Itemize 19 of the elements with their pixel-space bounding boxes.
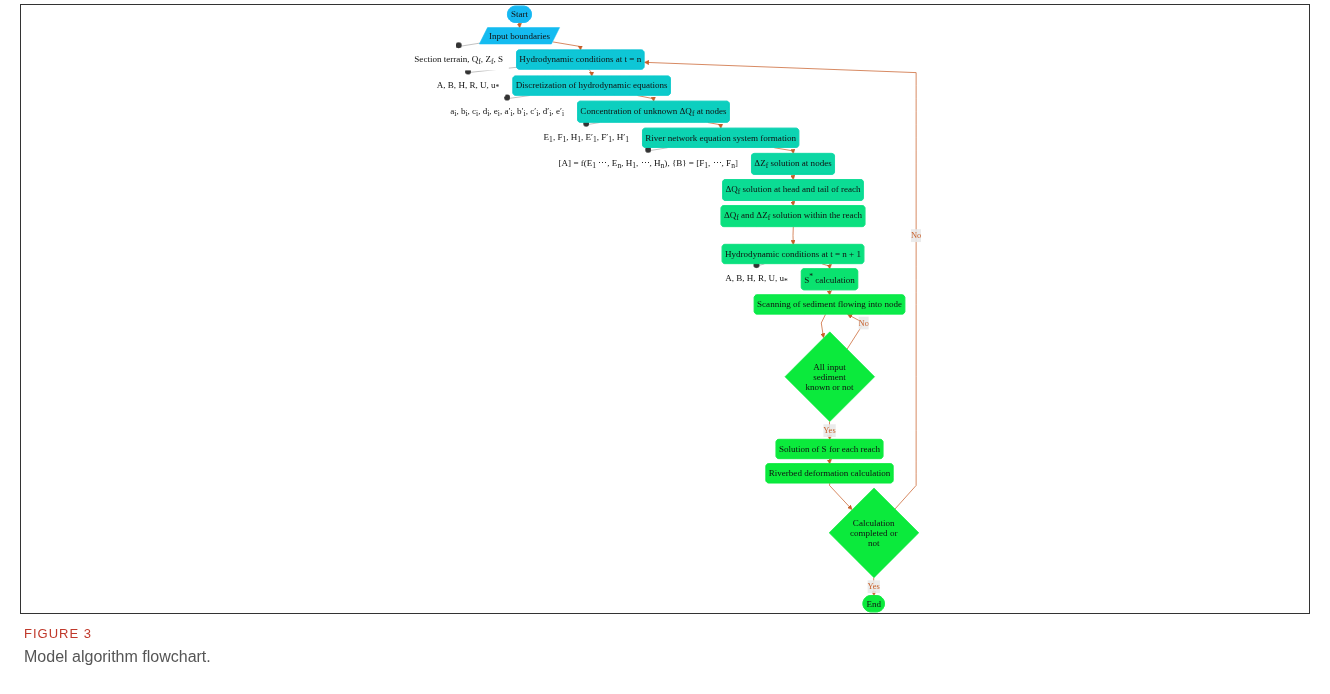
figure-number: FIGURE 3 — [24, 626, 92, 641]
caption: Model algorithm flowchart. — [24, 648, 211, 666]
edge-label: Yes — [867, 581, 880, 591]
edge-label: No — [858, 318, 869, 328]
arrow — [588, 69, 595, 77]
node-text: A, B, H, R, U, u$_{*}$ — [436, 79, 500, 92]
arrow — [790, 200, 796, 207]
node-text: A, B, H, R, U, u$_{*}$ — [725, 273, 788, 286]
arrow — [516, 22, 522, 29]
arrow — [790, 174, 796, 180]
node-text: a$_{i}$, b$_{i}$, c$_{i}$, d$_{i}$, e$_{i}$, a′$_{i}$, b′$_{i}$, c′$_{i}$, d′$_{i}$, e′$_{i}$ — [450, 105, 564, 118]
node-diamond: All input sediment known or not — [784, 331, 875, 422]
node-diamond: Calculation completed or not — [828, 487, 920, 578]
edge-label: Yes — [823, 425, 836, 435]
edge-label: No — [910, 230, 922, 240]
node-text: [A] = f(E$_{1}$ ⋯, E$_{n}$, H$_{1}$, ⋯, H$_{n}$), {B} = [F$_{1}$, ⋯, F$_{n}$] — [558, 157, 738, 170]
arrow — [826, 289, 832, 296]
node-text: E$_{1}$, F$_{1}$, H$_{1}$, E′$_{1}$, F′$_{1}$, H′$_{1}$ — [543, 131, 629, 144]
arrow — [826, 458, 832, 465]
